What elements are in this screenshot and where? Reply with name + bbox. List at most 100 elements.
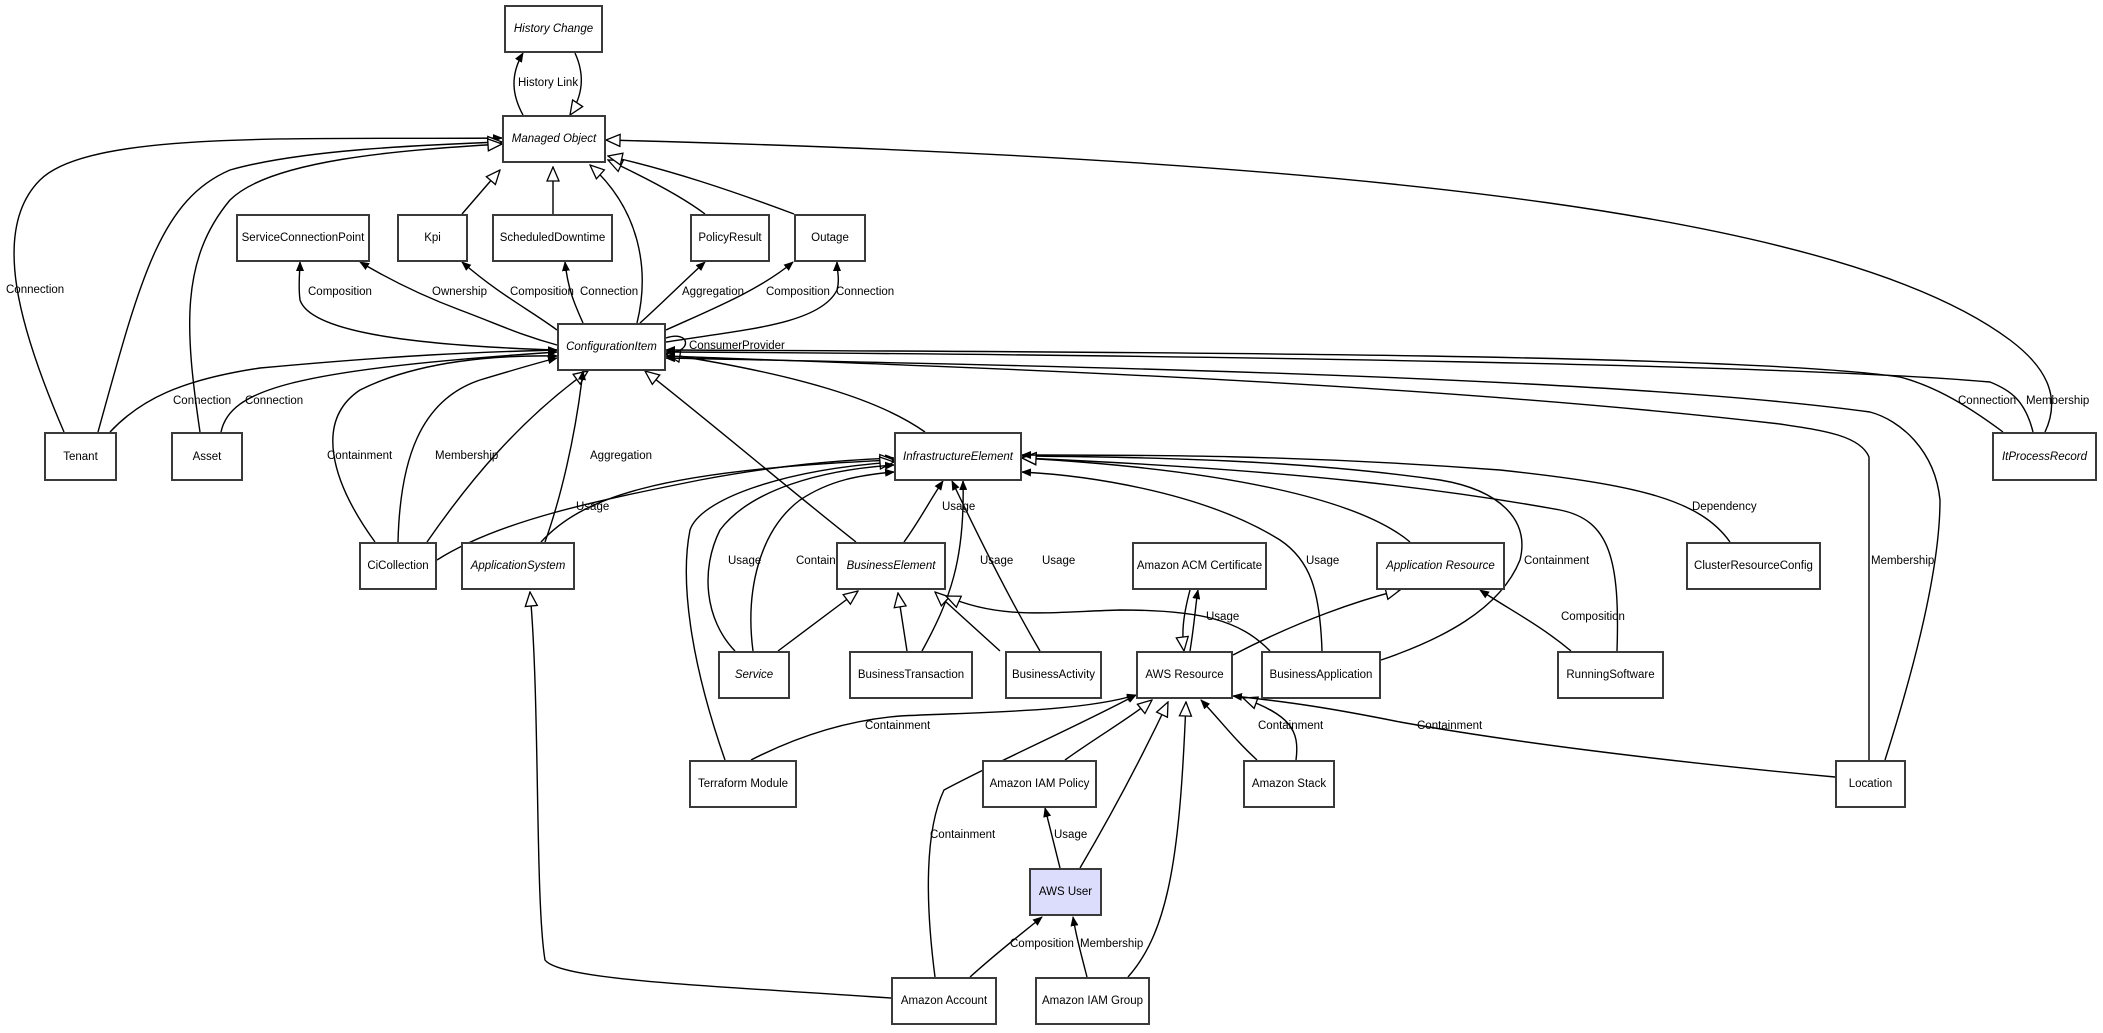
edge-asset-to-configuration-item[interactable] [220,348,558,433]
edge-configuration-item-to-service-connection-point[interactable] [295,261,558,351]
edge-ci-collection-to-configuration-item[interactable] [426,371,588,543]
node-outage[interactable]: Outage [794,214,866,262]
edge-application-resource-to-infrastructure-element[interactable] [1022,458,1411,543]
node-application-system[interactable]: ApplicationSystem [461,542,575,590]
node-business-activity[interactable]: BusinessActivity [1005,651,1102,699]
edge-history-change-to-managed-object[interactable] [570,52,581,115]
edge-amazon-stack-to-aws-resource[interactable] [1243,698,1298,761]
node-terraform-module[interactable]: Terraform Module [689,760,797,808]
edge-location-to-aws-resource[interactable] [1232,692,1836,778]
edge-configuration-item-to-outage[interactable] [665,261,842,343]
edge-running-software-to-infrastructure-element[interactable] [1022,458,1619,652]
edge-aws-resource-to-amazon-acm-certificate[interactable] [1189,589,1201,652]
node-kpi[interactable]: Kpi [397,214,468,262]
edge-configuration-item-to-policy-result[interactable] [639,261,706,324]
node-amazon-stack[interactable]: Amazon Stack [1243,760,1335,808]
node-aws-user[interactable]: AWS User [1029,868,1102,916]
node-managed-object[interactable]: Managed Object [502,115,606,163]
edge-terraform-module-to-infrastructure-element[interactable] [685,462,894,761]
edge-service-to-infrastructure-element[interactable] [707,461,895,652]
node-label: BusinessElement [846,560,936,572]
node-history-change[interactable]: History Change [504,5,603,53]
node-amazon-iam-policy[interactable]: Amazon IAM Policy [982,760,1097,808]
edge-label: Membership [2026,395,2089,407]
edge-tenant-to-managed-object[interactable] [97,142,502,433]
edge-running-software-to-application-resource[interactable] [1479,589,1572,652]
edge-terraform-module-to-aws-resource[interactable] [750,693,1137,761]
edge-it-process-record-to-configuration-item[interactable] [665,348,2034,433]
node-configuration-item[interactable]: ConfigurationItem [557,323,666,371]
node-scheduled-downtime[interactable]: ScheduledDowntime [492,214,613,262]
edge-cluster-resource-config-to-infrastructure-element[interactable] [1021,451,1731,543]
edge-aws-user-to-amazon-iam-policy[interactable] [1043,807,1061,869]
edge-kpi-to-managed-object[interactable] [461,170,500,215]
edge-business-activity-to-infrastructure-element[interactable] [951,480,1041,652]
node-label: Asset [192,450,222,463]
edge-ci-collection-to-configuration-item[interactable] [397,356,558,543]
node-business-element[interactable]: BusinessElement [836,542,946,590]
edge-outage-to-managed-object[interactable] [608,156,795,215]
edge-service-to-business-element[interactable] [777,591,858,652]
edge-it-process-record-to-managed-object[interactable] [606,140,2053,433]
node-cluster-resource-config[interactable]: ClusterResourceConfig [1686,542,1821,590]
node-business-transaction[interactable]: BusinessTransaction [849,651,973,699]
edge-business-transaction-to-infrastructure-element[interactable] [921,480,968,652]
node-it-process-record[interactable]: ItProcessRecord [1992,432,2097,481]
edge-amazon-iam-group-to-aws-resource[interactable] [1127,702,1186,978]
node-label: ClusterResourceConfig [1694,560,1813,572]
edge-service-to-infrastructure-element[interactable] [750,468,895,652]
edge-configuration-item-to-scheduled-downtime[interactable] [561,261,584,324]
edge-business-application-to-business-element[interactable] [946,596,1271,652]
edge-amazon-stack-to-aws-resource[interactable] [1200,699,1258,761]
edge-business-activity-to-business-element[interactable] [935,592,1001,652]
edge-business-application-to-infrastructure-element[interactable] [1021,452,1523,661]
edge-ci-collection-to-configuration-item[interactable] [332,351,558,543]
edge-location-to-configuration-item[interactable] [665,352,1870,760]
edge-label: Usage [1306,555,1339,567]
edge-configuration-item-to-service-connection-point[interactable] [359,261,558,346]
node-business-application[interactable]: BusinessApplication [1261,651,1381,699]
node-running-software[interactable]: RunningSoftware [1557,651,1664,699]
edge-tenant-to-managed-object[interactable] [13,134,503,433]
edge-label: Dependency [1692,501,1757,513]
edge-amazon-account-to-application-system[interactable] [530,592,892,999]
node-policy-result[interactable]: PolicyResult [690,214,770,262]
edge-location-to-configuration-item[interactable] [665,354,1941,761]
node-service-connection-point[interactable]: ServiceConnectionPoint [236,214,370,262]
edge-configuration-item-to-managed-object[interactable] [590,165,643,324]
node-application-resource[interactable]: Application Resource [1376,542,1505,590]
edge-business-application-to-infrastructure-element[interactable] [1021,468,1323,652]
edge-managed-object-to-history-change[interactable] [513,52,524,116]
node-amazon-acm-certificate[interactable]: Amazon ACM Certificate [1132,542,1267,590]
edge-amazon-acm-certificate-to-aws-resource[interactable] [1183,589,1191,651]
node-tenant[interactable]: Tenant [44,432,117,481]
node-ci-collection[interactable]: CiCollection [359,542,437,590]
edge-business-transaction-to-business-element[interactable] [898,593,908,652]
node-label: Amazon IAM Group [1042,995,1143,1007]
edge-amazon-account-to-aws-resource[interactable] [927,694,1137,978]
edge-amazon-iam-policy-to-aws-resource[interactable] [1064,700,1152,761]
node-asset[interactable]: Asset [171,432,243,481]
edge-tenant-to-configuration-item[interactable] [109,346,558,433]
edge-it-process-record-to-configuration-item[interactable] [665,346,2004,433]
edge-configuration-item-to-kpi[interactable] [461,261,558,331]
edge-configuration-item-to-outage[interactable] [665,261,794,331]
edge-amazon-iam-group-to-aws-user[interactable] [1070,916,1088,978]
edge-business-element-to-configuration-item[interactable] [645,371,857,543]
edge-aws-resource-to-application-resource[interactable] [1232,590,1400,656]
edge-application-system-to-infrastructure-element[interactable] [540,460,894,543]
edge-ci-collection-to-infrastructure-element[interactable] [436,454,895,561]
node-label: ServiceConnectionPoint [241,232,365,244]
node-infrastructure-element[interactable]: InfrastructureElement [894,432,1022,481]
node-service[interactable]: Service [718,651,790,699]
node-amazon-iam-group[interactable]: Amazon IAM Group [1035,977,1150,1025]
edge-asset-to-managed-object[interactable] [189,144,502,433]
edge-infrastructure-element-to-configuration-item[interactable] [666,354,926,433]
node-location[interactable]: Location [1835,760,1906,808]
node-amazon-account[interactable]: Amazon Account [891,977,997,1025]
edge-application-system-to-configuration-item[interactable] [544,370,586,543]
edge-business-element-to-infrastructure-element[interactable] [903,480,944,543]
edge-aws-user-to-aws-resource[interactable] [1079,702,1168,869]
edge-amazon-account-to-aws-user[interactable] [969,916,1043,978]
node-aws-resource[interactable]: AWS Resource [1136,651,1233,699]
